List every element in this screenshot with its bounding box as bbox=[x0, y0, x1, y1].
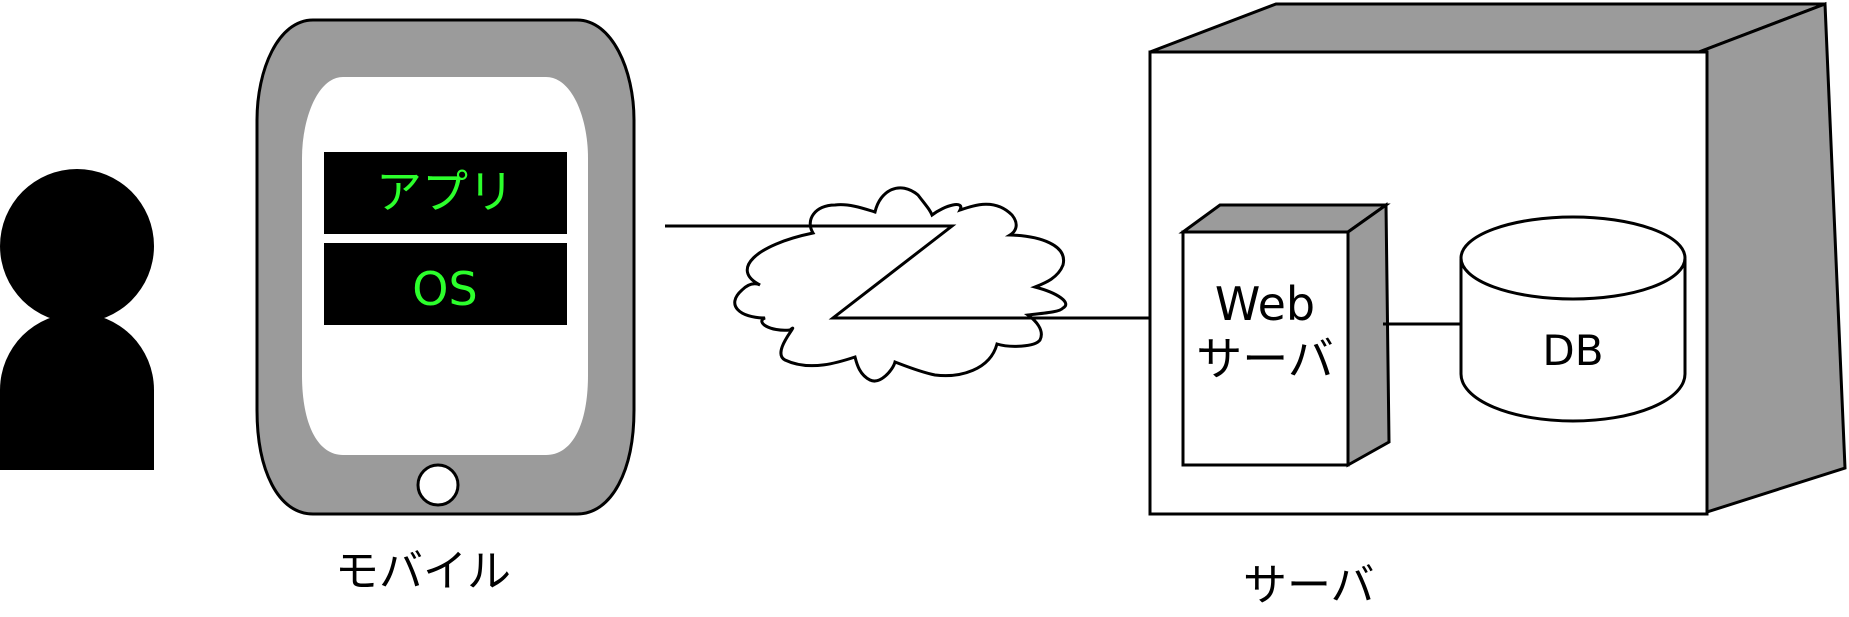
db-label: DB bbox=[1542, 326, 1603, 375]
mobile-label: モバイル bbox=[335, 546, 511, 597]
web-server-side bbox=[1346, 202, 1391, 468]
db-cylinder-body bbox=[1459, 259, 1687, 423]
os-layer-label: OS bbox=[412, 262, 477, 316]
os-layer bbox=[324, 243, 567, 325]
person-head bbox=[0, 169, 154, 323]
tablet-home-button bbox=[416, 463, 460, 507]
app-layer bbox=[324, 152, 567, 234]
server-box-side bbox=[1697, 1, 1847, 515]
app-layer-label: アプリ bbox=[376, 165, 514, 219]
web-server-front bbox=[1181, 230, 1350, 467]
cloud-shape bbox=[733, 186, 1068, 383]
person-icon bbox=[0, 169, 154, 470]
db-cylinder-top bbox=[1459, 215, 1687, 301]
cloud-icon bbox=[665, 186, 1183, 383]
database-icon: DB bbox=[1459, 215, 1687, 423]
person-body bbox=[0, 313, 154, 470]
server-label: サーバ bbox=[1243, 560, 1375, 611]
web-server-label-line2: サーバ bbox=[1196, 332, 1334, 386]
web-server-icon: Web サーバ bbox=[1178, 202, 1391, 468]
web-server-label-line1: Web bbox=[1215, 277, 1315, 331]
network-link-line bbox=[665, 224, 1183, 320]
tablet-icon: アプリ OS bbox=[255, 18, 636, 516]
